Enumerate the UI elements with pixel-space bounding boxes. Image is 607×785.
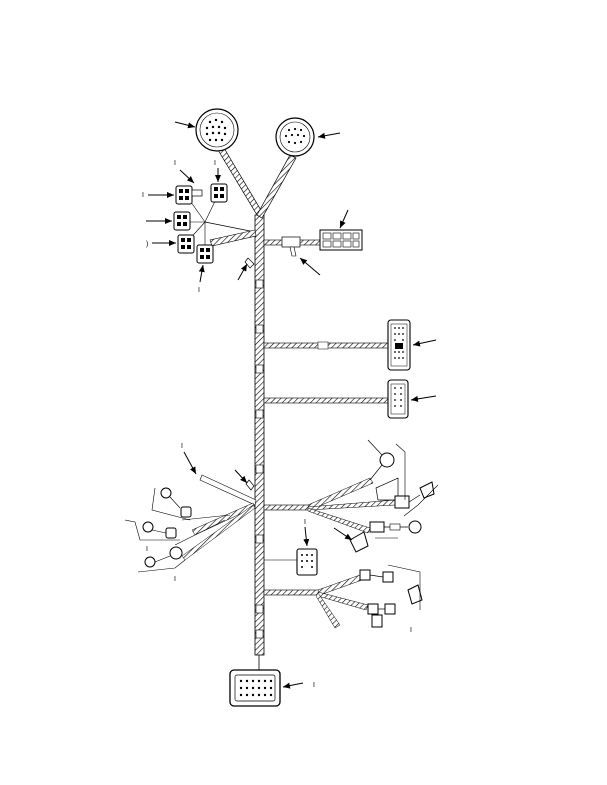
tick-top-b: I <box>174 160 176 167</box>
arrow-ecm-connector-1 <box>412 339 437 347</box>
branch-ecm-connector-1 <box>263 319 411 371</box>
arrow-small-module <box>333 527 353 541</box>
arrow-relay-6 <box>198 264 205 283</box>
trunk-clip-lower <box>245 479 255 491</box>
round-connector-left <box>195 108 239 152</box>
tick-left-2: ) <box>146 241 148 248</box>
label-bottom: I <box>313 682 315 689</box>
sensor-branch-left <box>124 474 257 573</box>
center-module <box>264 548 318 576</box>
tick-left-1: I <box>142 192 144 199</box>
lower-right-small-module <box>349 531 369 553</box>
fuse-block-branch <box>263 229 363 257</box>
main-harness-connector <box>229 655 281 707</box>
y-split-branches <box>217 147 297 219</box>
trunk-clip <box>244 257 255 269</box>
main-trunk <box>254 214 265 656</box>
arrow-center-module <box>303 526 310 547</box>
arrow-round-connector-left <box>174 121 196 129</box>
arrow-left-branch <box>183 451 197 475</box>
tick-right-2: I <box>410 627 412 634</box>
relay-connector-cluster <box>173 183 257 264</box>
arrow-round-connector-right <box>317 132 341 139</box>
tick-top-a: I <box>214 160 216 167</box>
round-connector-right <box>275 117 315 157</box>
tick-mid: I <box>198 287 200 294</box>
sensor-branch-right <box>263 439 439 539</box>
tick-lower-1: I <box>146 546 148 553</box>
branch-ecm-connector-2 <box>263 379 409 419</box>
arrow-main-connector <box>282 682 304 689</box>
arrow-ecm-connector-2 <box>410 395 437 402</box>
arrow-fuse-stub <box>299 257 321 276</box>
arrow-relay-5 <box>179 169 195 184</box>
arrow-trunk-clip-lower <box>234 469 248 484</box>
arrow-trunk-clip <box>237 263 248 281</box>
tick-branch: I <box>181 443 183 450</box>
tick-right-1: I <box>304 519 306 526</box>
tick-lower-2: I <box>174 576 176 583</box>
sensor-branch-lower-right <box>263 564 423 629</box>
arrow-fuse-block <box>339 209 349 229</box>
